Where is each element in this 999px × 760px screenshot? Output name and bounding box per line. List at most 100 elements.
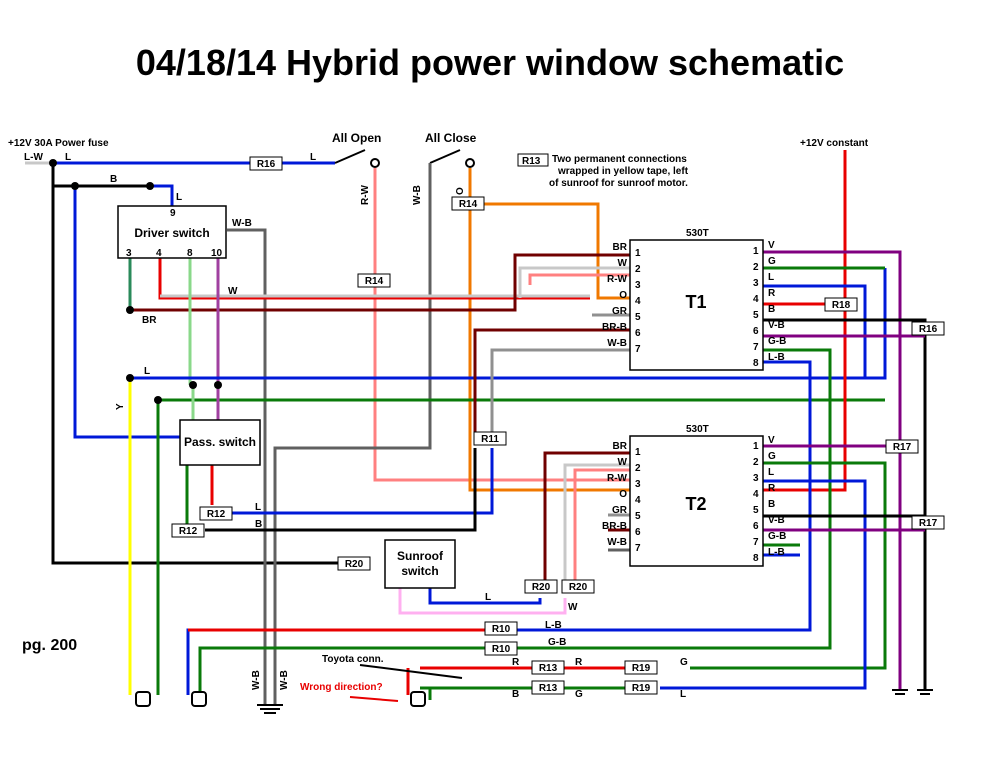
sunroof-label-2: switch: [401, 564, 438, 578]
relay-t1-label: T1: [685, 292, 706, 312]
wire-w-driver-label: W: [228, 286, 238, 297]
wire-br-label: BR: [142, 315, 157, 326]
connector-tag: [451, 196, 485, 211]
page-ref: pg. 200: [22, 637, 77, 654]
wire-gb-t1: [198, 348, 832, 695]
relay-pin-wire-label: G: [768, 256, 776, 267]
relay-pin-number: 7: [635, 543, 641, 554]
wire-wb-label: W-B: [412, 185, 423, 205]
wire-l-sunroof: L: [485, 592, 491, 603]
relay-pin-wire-label: V-B: [768, 320, 785, 331]
wire-l-9: L: [176, 192, 182, 203]
wire-r-m2: R: [512, 657, 520, 668]
wire-o-label: O: [455, 187, 466, 195]
switch-all-open-contact: [370, 158, 380, 168]
wire-br-t1: [130, 253, 630, 312]
driver-pin-3: 3: [126, 248, 132, 259]
wire-wb-t1: [490, 348, 630, 440]
relay-pin-wire-label: V: [768, 240, 775, 251]
relay-pin-wire-label: W-B: [607, 537, 627, 548]
relay-pin-wire-label: R-W: [607, 473, 628, 484]
relay-pin-number: 4: [635, 296, 641, 307]
relay-pin-wire-label: L-B: [768, 547, 785, 558]
relay-pin-wire-label: GR: [612, 505, 628, 516]
relay-pin-number: 1: [753, 441, 759, 452]
relay-pin-number: 5: [635, 312, 641, 323]
wire-l-t2: [660, 479, 867, 690]
junction-dots: [49, 159, 222, 404]
wire-orange-t2: [468, 168, 630, 492]
wire-g-t2: [690, 461, 887, 670]
relay-pin-wire-label: GR: [612, 306, 628, 317]
relay-t2-label: T2: [685, 494, 706, 514]
driver-pin-9: 9: [170, 208, 176, 219]
relay-pin-wire-label: W-B: [607, 338, 627, 349]
wire-black-main: [51, 163, 340, 565]
relay-pin-number: 1: [635, 248, 641, 259]
connector-tag-label: R20: [345, 559, 364, 570]
wire-blue-r12: [230, 448, 494, 515]
wire-r-driver: [158, 258, 590, 300]
connector-tag: [531, 680, 565, 695]
wire-l-t1: [763, 284, 867, 378]
wire-br-t2: [543, 451, 630, 580]
connector-tag: [824, 297, 858, 312]
driver-switch-box: [117, 205, 227, 259]
wire-l-top2: L: [310, 152, 316, 163]
wire-blue-long: [130, 268, 887, 380]
relay-pin-wire-label: BR: [613, 441, 628, 452]
relay-pin-number: 8: [753, 358, 759, 369]
wire-wb-close: [273, 163, 432, 705]
connector-tag: [624, 660, 658, 675]
wire-wb-driver: [227, 228, 267, 705]
connector-tag: [524, 579, 558, 594]
wire-red-motor2: [406, 666, 640, 695]
note-tag: [517, 153, 549, 167]
connector-tag: [561, 579, 595, 594]
relay-pin-number: 7: [635, 344, 641, 355]
relay-pin-number: 7: [753, 537, 759, 548]
relay-pin-wire-label: G-B: [768, 531, 786, 542]
all-open-label: All Open: [332, 131, 381, 145]
relay-pin-number: 3: [753, 278, 759, 289]
page-title: 04/18/14 Hybrid power window schematic: [136, 42, 844, 83]
switch-all-open: [334, 149, 366, 164]
relay-pin-wire-label: R-W: [607, 274, 628, 285]
connector-tag-label: R20: [569, 582, 588, 593]
driver-pin-10: 10: [211, 248, 223, 259]
connector-tag-label: R14: [459, 199, 478, 210]
connector-tag-label: R17: [919, 518, 938, 529]
relay-pin-number: 6: [635, 527, 641, 538]
connector-tag-label: R20: [532, 582, 551, 593]
relay-pin-wire-label: R: [768, 288, 776, 299]
connector-tag: [249, 156, 283, 171]
wire-gb-label: G-B: [548, 637, 566, 648]
relay-pin-number: 3: [635, 479, 641, 490]
connector-tag-label: R13: [539, 683, 558, 694]
relay-pin-number: 1: [753, 246, 759, 257]
connector-tag: [337, 556, 371, 571]
relay-pin-number: 5: [753, 310, 759, 321]
relay-pin-number: 4: [753, 489, 759, 500]
relay-pin-wire-label: W: [618, 457, 628, 468]
wire-blue-pass: [73, 186, 180, 439]
connector-tag-label: R16: [919, 324, 938, 335]
ground-symbols: [257, 689, 933, 714]
relay-t1-box: [629, 239, 764, 371]
connector-tag: [531, 660, 565, 675]
switch-all-close: [429, 149, 461, 164]
relay-pin-number: 2: [753, 457, 759, 468]
wire-orange-t1: [470, 202, 630, 300]
wire-w-t2: [563, 463, 630, 580]
driver-pin-4: 4: [156, 248, 162, 259]
connector-tag-label: R19: [632, 663, 651, 674]
relay-pin-wire-label: BR-B: [602, 521, 627, 532]
wire-l-long: L: [144, 366, 150, 377]
connector-tag-label: R13: [539, 663, 558, 674]
connector-tag: [473, 431, 507, 446]
pass-switch-label: Pass. switch: [184, 435, 256, 449]
wire-l-top: L: [65, 152, 71, 163]
driver-switch-label: Driver switch: [134, 226, 209, 240]
wire-b-r12: B: [255, 519, 262, 530]
relay-pin-number: 6: [753, 521, 759, 532]
